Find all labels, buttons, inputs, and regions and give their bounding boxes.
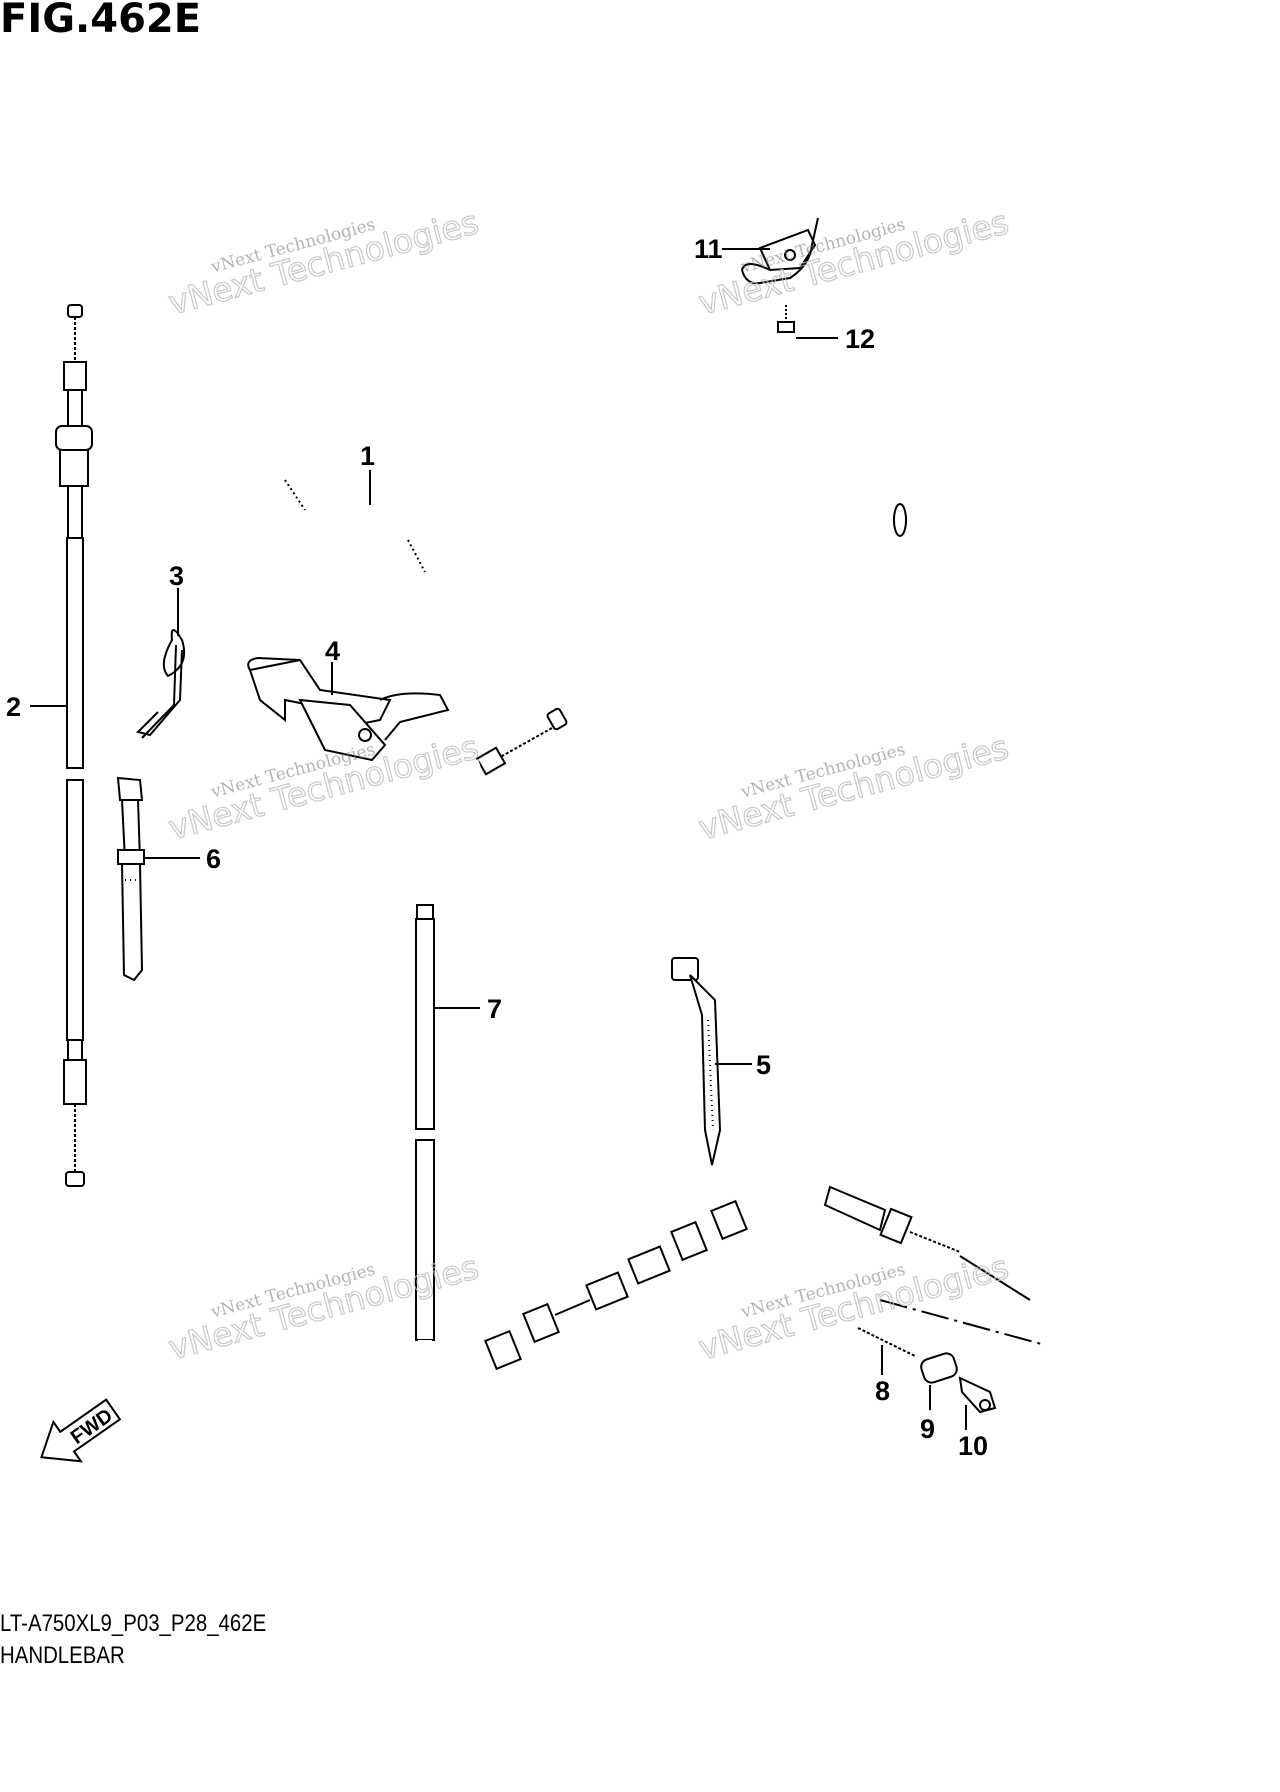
throttle-cable-part (55, 304, 93, 1187)
callout-6: 6 (206, 844, 221, 874)
diagram-code: LT-A750XL9_P03_P28_462E (0, 1610, 267, 1637)
watermark-top-left: vNext Technologies vNext Technologies (164, 202, 483, 323)
bracket-part (247, 656, 450, 762)
callout-8: 8 (875, 1376, 890, 1406)
forward-direction-arrow: FWD (40, 1398, 122, 1463)
callout-7: 7 (487, 994, 502, 1024)
cable-tie-6-part (116, 776, 145, 982)
cable-tie-5-part (671, 957, 722, 1166)
callout-4: 4 (325, 636, 340, 666)
figure-title: FIG.462E (0, 0, 202, 42)
callout-12: 12 (845, 324, 875, 354)
callout-2: 2 (6, 692, 21, 722)
callout-9: 9 (920, 1414, 935, 1444)
watermark-top-right: vNext Technologies vNext Technologies (694, 202, 1013, 323)
watermark-bottom-right: vNext Technologies vNext Technologies (694, 1247, 1013, 1368)
callout-11: 11 (694, 234, 723, 264)
callout-1: 1 (360, 441, 375, 471)
adjuster-part (920, 1352, 958, 1384)
clip-part (136, 629, 186, 739)
callout-5: 5 (756, 1050, 771, 1080)
clamp-part (740, 217, 819, 285)
callout-3: 3 (169, 561, 184, 591)
pin-part (958, 1376, 997, 1414)
screw-part (777, 305, 795, 333)
brake-cable-part (415, 707, 1046, 1376)
callout-10: 10 (958, 1431, 988, 1461)
diagram-caption: HANDLEBAR (0, 1642, 125, 1669)
spring-part (857, 1327, 916, 1357)
watermark-mid-right: vNext Technologies vNext Technologies (694, 727, 1013, 848)
handlebar-part (165, 105, 915, 591)
